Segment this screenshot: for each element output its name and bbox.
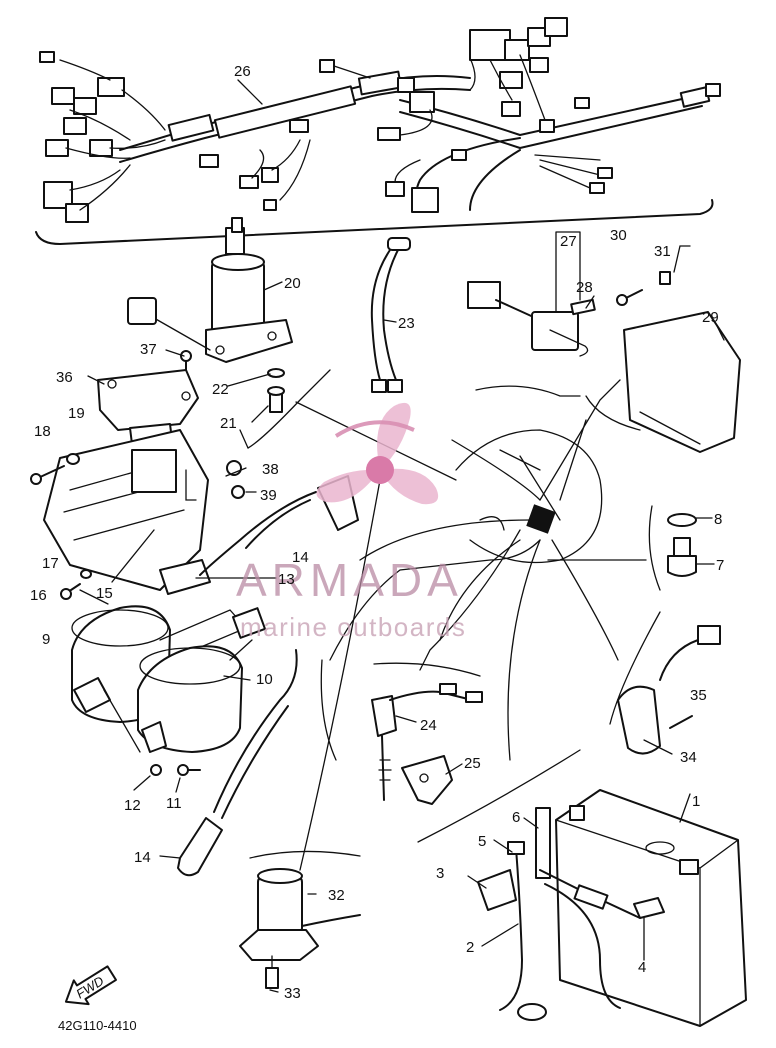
callout: 2 [466,939,474,956]
callout: 14 [292,549,309,566]
callout: 24 [420,717,437,734]
cdi-unit-29 [623,245,741,453]
side-cover-15 [43,429,211,595]
callout: 25 [464,755,481,772]
callout: 23 [398,315,415,332]
sensor-23 [370,237,411,393]
starter-relay-32 [239,868,361,989]
watermark-tagline: marine outboards [240,612,466,642]
callout: 33 [284,985,301,1002]
callout: 7 [716,557,724,574]
callout: 8 [714,511,722,528]
reference-code: 42G110-4410 [58,1018,137,1033]
main-switch [127,217,293,363]
plug-cap-14-lower [177,607,298,877]
callout: 3 [436,865,444,882]
callout: 4 [638,959,646,976]
battery-leads-2-6 [477,807,665,1021]
callout: 11 [166,795,182,812]
callout: 19 [68,405,85,422]
callout: 35 [690,687,707,704]
callout: 20 [284,275,301,292]
callout: 18 [34,423,51,440]
callout: 14 [134,849,151,866]
callout: 15 [96,585,113,602]
propeller-logo-icon [316,402,439,505]
nuts-38-39 [226,460,245,499]
callout: 13 [278,571,295,588]
callout: 22 [212,381,229,398]
front-arrow-icon: FWD [64,965,117,1006]
callout: 12 [124,797,141,814]
coil-bolts-11-12 [150,764,201,776]
leader-lines [79,79,725,993]
bolts-16-17-18-19 [30,453,92,600]
armada-watermark: ARMADA marine outboards [236,402,466,642]
regulator-36 [97,369,199,445]
callout: 16 [30,587,47,604]
callout: 1 [692,793,700,810]
callout: 9 [42,631,50,648]
screws-28-30-31 [570,271,671,316]
screw-37-and-washer-22-21 [180,350,285,413]
callout: 6 [512,809,520,826]
bracket-25 [401,755,453,805]
watermark-brand: ARMADA [236,554,463,606]
callout: 30 [610,227,627,244]
callout: 29 [702,309,719,326]
callout: 34 [680,749,697,766]
group-brackets [239,369,661,859]
callout: 27 [560,233,577,250]
callout: 32 [328,887,345,904]
callout: 5 [478,833,486,850]
sensor-34-35 [617,625,721,755]
wire-harness [35,17,721,245]
relay-27 [467,231,589,357]
neutral-switch-7-8 [667,513,697,577]
callout: 38 [262,461,279,478]
callout: 39 [260,487,277,504]
callout: 17 [42,555,59,572]
callout: 31 [654,243,671,260]
callout: 36 [56,369,73,386]
ignition-coil-10 [137,639,253,753]
frame-sketch [455,429,603,564]
callout: 21 [220,415,237,432]
sensor-24 [371,683,483,801]
callout: 37 [140,341,157,358]
callout: 28 [576,279,593,296]
callout-labels: 1 2 3 4 5 6 7 8 9 10 11 12 13 14 14 15 1… [30,63,724,1002]
callout: 10 [256,671,273,688]
callout: 26 [234,63,251,80]
